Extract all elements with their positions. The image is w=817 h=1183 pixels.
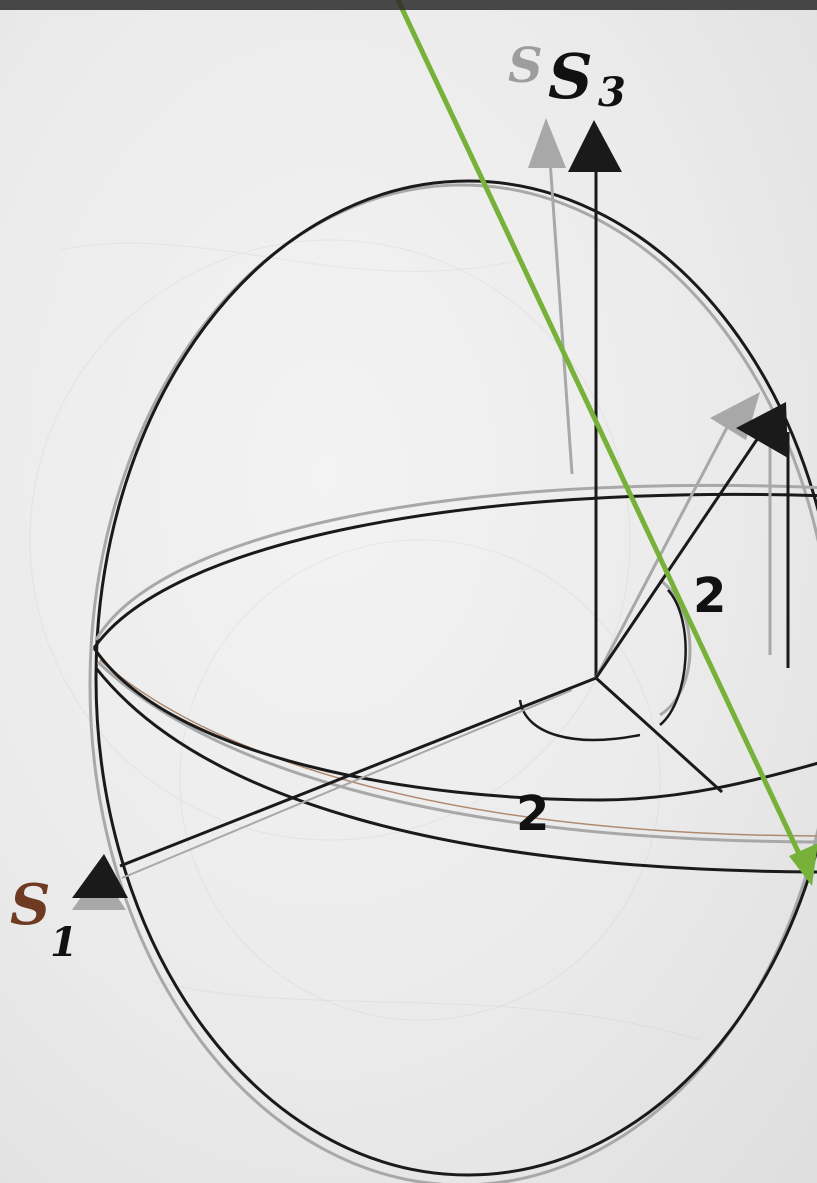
angle-label-upper: 2 [693,568,726,624]
s3-arrowhead-gray [528,118,566,168]
equator-front-gray [96,660,817,844]
s3-arrowhead-dark [568,120,622,172]
sphere-outline-dark [94,179,817,1177]
s1-label: S [10,872,50,938]
tilted-great-circle [92,483,817,802]
diagonal-axis-gray [594,413,736,679]
s1-axis-dark [119,676,597,868]
tilted-circle-lower [92,647,817,802]
green-arrowhead [789,843,817,886]
green-arrow [395,0,817,886]
s1-subscript: 1 [50,919,78,966]
equator [94,659,817,874]
labels: S S 3 S 1 2 2 [10,38,726,966]
s2-axis-dark [594,676,724,794]
axes [119,159,790,879]
green-arrow-shaft [395,0,805,863]
equator-front-dark [94,667,817,874]
diagonal-axis-dark [594,431,764,679]
tilted-circle-dark [92,492,817,649]
arrowheads [72,118,788,910]
scan-edge-shadow [0,0,817,10]
equator-front-brown [99,659,817,837]
angle-arc-dark-upper [659,589,687,726]
diagonal-arrowhead-dark [736,402,788,458]
sphere-outline [88,179,817,1183]
angle-label-lower: 2 [516,786,549,842]
sphere-outline-gray [88,183,817,1183]
background-texture [29,239,701,1041]
s3-subscript: 3 [598,69,626,116]
s3-axis-gray [548,159,574,475]
s3-ghost-label: S [508,38,543,94]
s1-arrowhead-dark [72,854,128,898]
s3-label: S [548,40,593,113]
tilted-circle-gray [94,483,817,641]
angle-arc-gray-upper [659,578,692,717]
s1-axis-gray [121,689,573,879]
